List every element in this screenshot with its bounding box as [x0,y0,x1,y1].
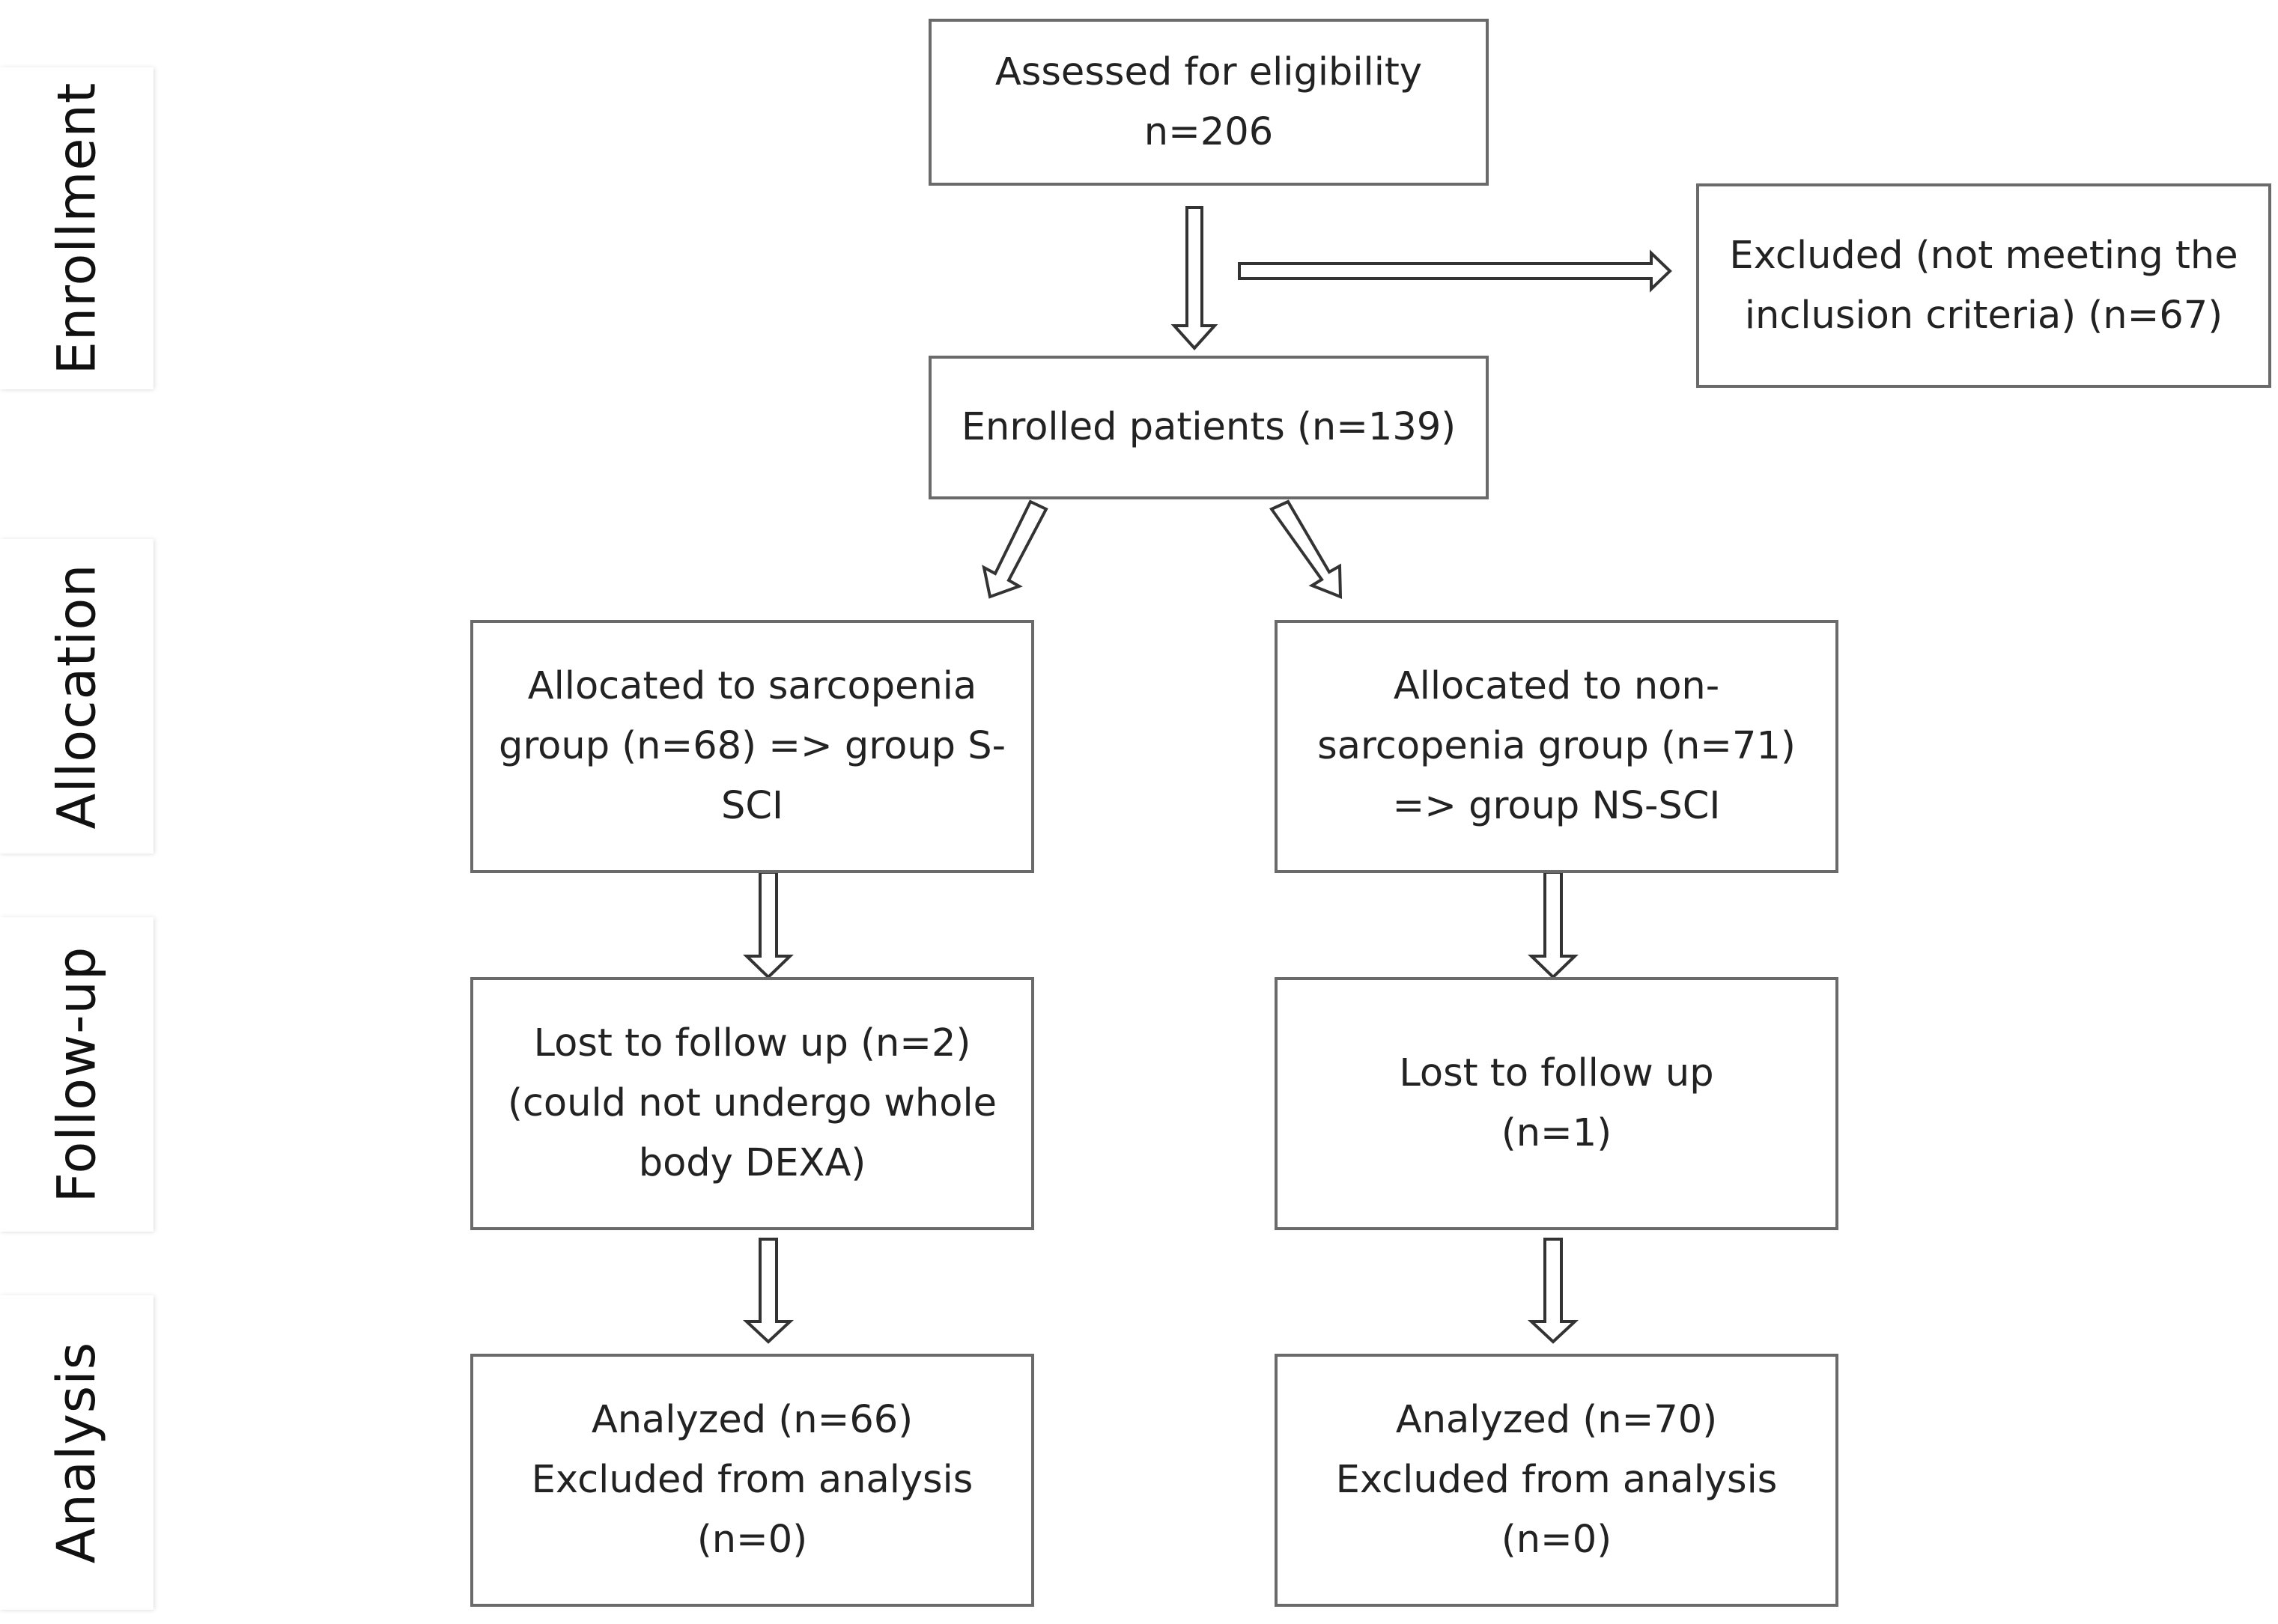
box-analyzed-sarcopenia: Analyzed (n=66) Excluded from analysis (… [470,1354,1034,1607]
box-allocated-non-sarcopenia: Allocated to non- sarcopenia group (n=71… [1275,620,1838,873]
phase-label-allocation: Allocation [0,539,154,854]
box-allocated-sarcopenia-text: Allocated to sarcopenia group (n=68) => … [498,664,1006,828]
box-enrolled-text: Enrolled patients (n=139) [961,405,1457,449]
box-lost-non-sarcopenia: Lost to follow up (n=1) [1275,977,1838,1230]
box-assessed-text: Assessed for eligibility n=206 [994,49,1423,154]
box-assessed-for-eligibility: Assessed for eligibility n=206 [929,19,1489,186]
box-lost-sarcopenia-text: Lost to follow up (n=2) (could not under… [508,1021,997,1185]
box-lost-sarcopenia: Lost to follow up (n=2) (could not under… [470,977,1034,1230]
arrow-assessed-to-enrolled [1170,206,1218,350]
phase-label-follow-up: Follow-up [0,917,154,1232]
arrow-enrolled-to-sarcopenia [982,499,1048,599]
phase-label-analysis: Analysis [0,1295,154,1610]
arrow-lost-to-analyzed-non-sarcopenia [1527,1238,1579,1344]
arrow-enrolled-to-non-sarcopenia [1269,499,1343,599]
box-allocated-non-sarcopenia-text: Allocated to non- sarcopenia group (n=71… [1317,664,1796,828]
box-allocated-sarcopenia: Allocated to sarcopenia group (n=68) => … [470,620,1034,873]
box-analyzed-non-sarcopenia: Analyzed (n=70) Excluded from analysis (… [1275,1354,1838,1607]
box-excluded: Excluded (not meeting the inclusion crit… [1696,183,2271,388]
box-excluded-text: Excluded (not meeting the inclusion crit… [1729,233,2238,338]
box-analyzed-sarcopenia-text: Analyzed (n=66) Excluded from analysis (… [531,1398,974,1562]
arrow-lost-to-analyzed-sarcopenia [742,1238,795,1344]
phase-label-enrollment: Enrollment [0,67,154,389]
arrow-alloc-to-lost-non-sarcopenia [1528,871,1579,979]
box-analyzed-non-sarcopenia-text: Analyzed (n=70) Excluded from analysis (… [1335,1398,1778,1562]
arrow-alloc-to-lost-sarcopenia [743,871,794,979]
arrow-to-excluded [1238,249,1672,293]
box-lost-non-sarcopenia-text: Lost to follow up (n=1) [1399,1051,1714,1155]
box-enrolled-patients: Enrolled patients (n=139) [929,356,1489,499]
